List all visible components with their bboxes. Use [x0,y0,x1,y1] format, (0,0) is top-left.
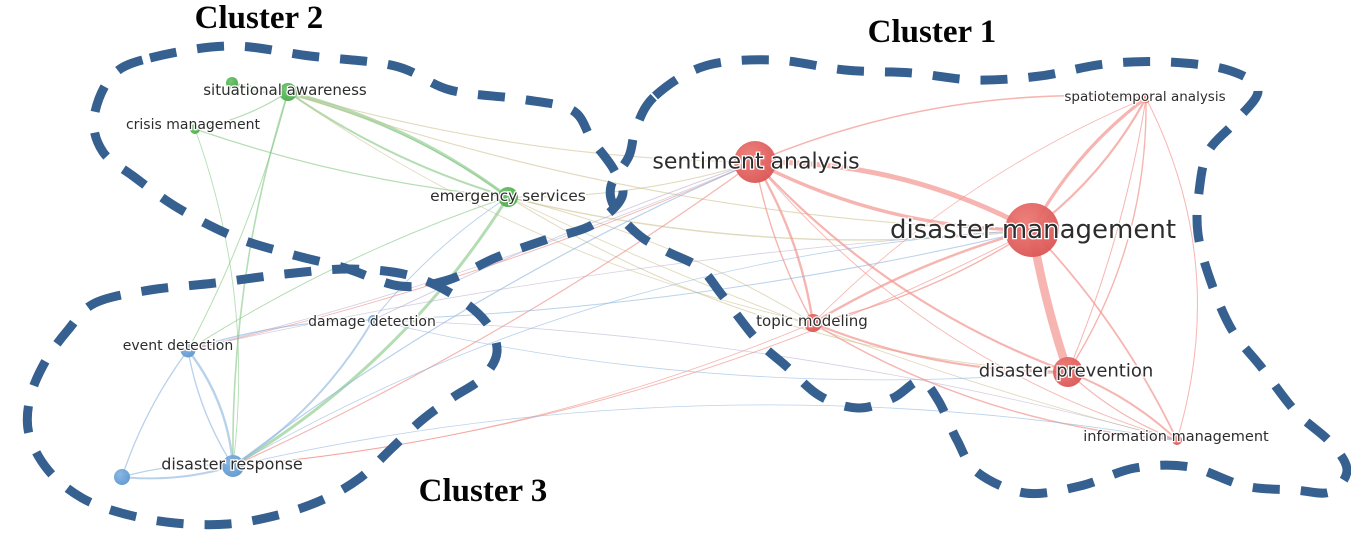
edge-spatiotemporal-analysis--disaster-prevention [1067,97,1147,373]
edge-situational-awareness--emergency-services [287,91,509,198]
node-blue-small[interactable] [114,469,130,485]
cluster-2-outline [89,41,628,292]
edge-event-detection--blue-small [121,349,189,478]
edge-sentiment-analysis--spatiotemporal-analysis [754,94,1147,163]
node-label-spatiotemporal-analysis: spatiotemporal analysis [1064,89,1225,105]
edge-situational-awareness--crisis-management [194,91,289,130]
node-disaster-prevention[interactable] [1053,357,1083,387]
edge-event-detection--disaster-response [186,348,235,468]
nodes-layer [114,77,1182,485]
node-topic-modeling[interactable] [804,314,822,332]
node-label-sentiment-analysis: sentiment analysis [652,150,859,175]
edge-topic-modeling--disaster-response [232,322,814,467]
edge-situational-awareness--sentiment-analysis [287,91,756,163]
edge-disaster-response--blue-small [121,464,234,478]
node-information-management[interactable] [1172,435,1182,445]
node-event-detection[interactable] [180,342,196,358]
edge-spatiotemporal-analysis--information-management [1145,97,1198,441]
edge-sentiment-analysis--disaster-management [752,159,1035,233]
node-label-emergency-services: emergency services [430,187,586,205]
edge-crisis-management--emergency-services [194,128,509,198]
node-situational-awareness[interactable] [279,83,297,101]
node-disaster-management[interactable] [1005,203,1059,257]
node-damage-detection[interactable] [368,315,378,325]
labels-layer: situational awareness crisis management em… [122,80,1271,475]
edge-emergency-services--disaster-response [231,195,510,468]
edge-topic-modeling--information-management [812,322,1178,441]
node-label-damage-detection: damage detection [308,314,436,330]
node-label-disaster-response: disaster response [161,455,303,474]
node-label-crisis-management: crisis management [126,117,261,133]
edge-emergency-services--topic-modeling [507,196,814,324]
edge-disaster-response--blue-small [121,465,234,480]
node-green-small[interactable] [226,77,238,89]
node-label-situational-awareness: situational awareness [203,81,367,99]
edge-spatiotemporal-analysis--topic-modeling [812,97,1147,324]
edge-damage-detection--disaster-management [372,229,1033,321]
edge-situational-awareness--event-detection [187,91,289,351]
edge-green-small--emergency-services [231,82,509,198]
node-label-disaster-prevention: disaster prevention [979,361,1154,382]
cluster-1-outline [605,55,1351,499]
node-spatiotemporal-analysis[interactable] [1141,93,1151,103]
edge-disaster-management--topic-modeling [812,229,1033,324]
cluster-1-title: Cluster 1 [868,14,997,50]
edge-disaster-management--information-management [1031,229,1178,441]
edge-sentiment-analysis--disaster-prevention [753,160,1070,374]
edge-emergency-services--disaster-prevention [507,196,1069,373]
cluster-3-outline [22,264,502,530]
edge-damage-detection--disaster-prevention [372,319,1069,381]
edge-emergency-services--disaster-management [507,196,1033,241]
edge-situational-awareness--emergency-services [286,90,510,199]
edge-damage-detection--emergency-services [372,196,509,321]
cluster-3-title: Cluster 3 [419,473,548,509]
edge-event-detection--damage-detection [187,319,374,351]
edge-disaster-response--disaster-management [232,229,1033,467]
edge-sentiment-analysis--event-detection [187,161,756,351]
edge-damage-detection--sentiment-analysis [372,161,756,321]
cluster-outlines-layer [22,41,1351,530]
edge-sentiment-analysis--disaster-response [232,161,756,467]
node-sentiment-analysis[interactable] [734,141,776,183]
edge-spatiotemporal-analysis--disaster-prevention [1067,97,1147,373]
edge-event-detection--sentiment-analysis [187,161,756,351]
edge-disaster-response--information-management [232,404,1178,467]
edge-situational-awareness--topic-modeling [287,91,814,324]
edge-crisis-management--disaster-response [194,128,240,467]
edge-event-detection--disaster-response [187,349,234,467]
node-disaster-response[interactable] [222,455,244,477]
edges-layer [121,82,1198,480]
node-emergency-services[interactable] [498,187,518,207]
edge-sentiment-analysis--information-management [754,161,1178,441]
edge-emergency-services--sentiment-analysis [507,161,756,198]
node-label-disaster-management: disaster management [890,215,1176,245]
node-crisis-management[interactable] [190,124,200,134]
titles-layer: Cluster 1 Cluster 2 Cluster 3 [195,0,997,509]
edge-disaster-response--sentiment-analysis [232,161,756,467]
edge-sentiment-analysis--disaster-management [753,160,1034,232]
edge-emergency-services--information-management [507,196,1178,441]
edge-disaster-management--topic-modeling [811,228,1034,325]
node-label-event-detection: event detection [123,338,233,354]
edge-situational-awareness--disaster-management [287,91,1033,231]
edge-disaster-response--damage-detection [232,319,374,467]
cluster-2-title: Cluster 2 [195,0,324,36]
edge-topic-modeling--disaster-prevention [811,321,1070,374]
node-label-topic-modeling: topic modeling [756,312,868,330]
edge-event-detection--disaster-management [187,229,1033,351]
node-label-information-management: information management [1083,429,1269,445]
